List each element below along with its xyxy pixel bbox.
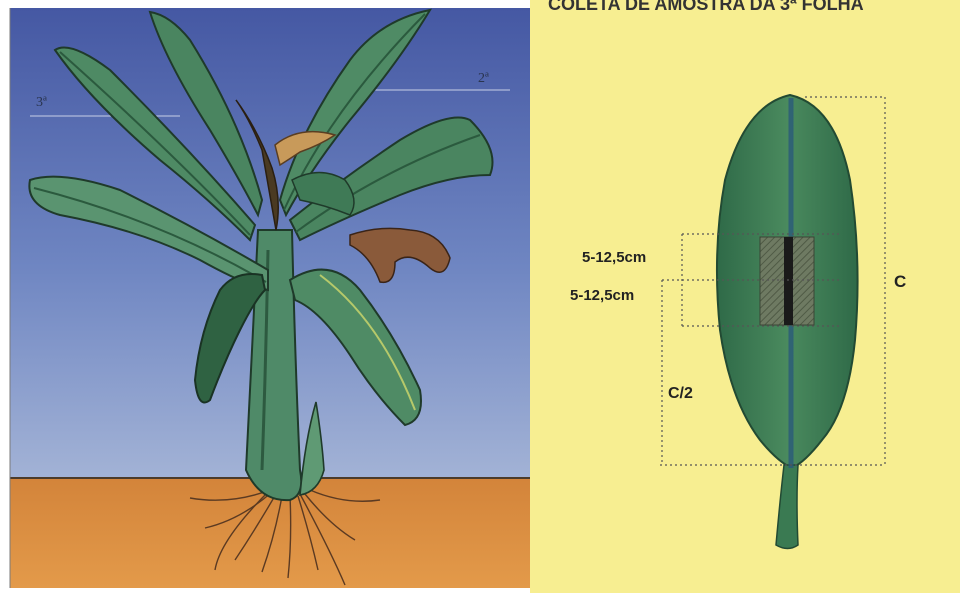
header-text: COLETA DE AMOSTRA DA 3ª FOLHA <box>548 0 864 14</box>
length-label: C <box>894 272 906 291</box>
sample-label-upper: 5-12,5cm <box>582 249 646 266</box>
plant-panel: 3ª 2ª <box>10 8 530 588</box>
sample-label-lower: 5-12,5cm <box>570 287 634 304</box>
leaf-panel: COLETA DE AMOSTRA DA 3ª FOLHA 5-12,5cm 5… <box>530 0 960 593</box>
sample-center-strip <box>784 237 793 325</box>
leaf-order-label-third: 3ª <box>36 95 47 110</box>
half-length-label: C/2 <box>668 385 693 402</box>
leaf-order-label-second: 2ª <box>478 71 489 86</box>
